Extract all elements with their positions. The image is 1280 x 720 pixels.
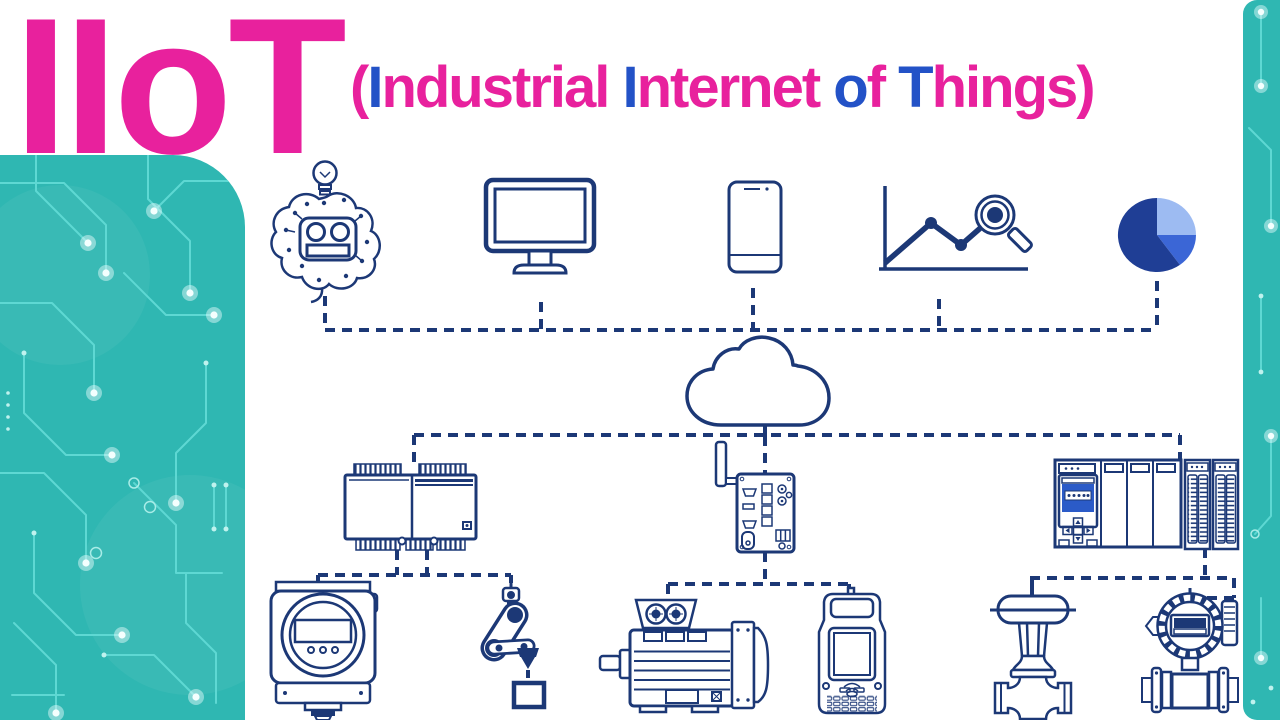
- iot-gateway-icon: [712, 440, 797, 554]
- flow-meter-icon: [1140, 588, 1240, 714]
- analytics-chart-icon: [876, 184, 1038, 286]
- subtitle-segment: hings): [931, 55, 1096, 120]
- workpiece: [511, 680, 547, 710]
- subtitle-segment: f: [866, 55, 899, 120]
- page-title: IIoT: [14, 0, 347, 195]
- subtitle-segment: T: [898, 55, 933, 120]
- screen: [833, 632, 871, 676]
- lcd-display: [293, 618, 353, 644]
- robot-arm-icon: [470, 582, 550, 712]
- desktop-monitor-icon: [483, 177, 597, 278]
- keypad: [827, 695, 877, 712]
- valve-body: [993, 675, 1073, 720]
- scanner-window: [829, 597, 875, 619]
- io-cabinets: [1183, 458, 1240, 551]
- circuit-dots: [6, 178, 235, 658]
- title-subtitle: (Industrial Internet of Things): [350, 55, 1096, 120]
- pie-slices: [1117, 197, 1196, 272]
- electric-motor-icon: [598, 596, 772, 714]
- subtitle-segment: I: [367, 55, 383, 120]
- smartphone-icon: [727, 180, 783, 274]
- subtitle-segment: nternet: [636, 55, 834, 120]
- antenna: [714, 440, 728, 488]
- subtitle-segment: I: [622, 55, 638, 120]
- din-rail-plc-icon: [343, 462, 478, 554]
- ai-brain-icon: [262, 158, 387, 308]
- subtitle-segment: o: [833, 55, 868, 120]
- subtitle-segment: ndustrial: [381, 55, 623, 120]
- handheld-terminal-icon: [816, 586, 888, 716]
- hmi-panel: [1057, 473, 1099, 547]
- circuit-board-strip-right: [1243, 0, 1280, 720]
- subtitle-segment: (: [350, 55, 369, 120]
- magnifier-icon: [974, 194, 1033, 253]
- hmi-dpad: [1062, 517, 1094, 544]
- pie-chart-icon: [1116, 196, 1198, 276]
- circuit-glow-nodes: [48, 203, 222, 720]
- pressure-transmitter-icon: [268, 578, 379, 720]
- cloud-icon: [683, 335, 833, 428]
- pipe-body: [1170, 672, 1210, 710]
- control-valve-icon: [988, 584, 1078, 720]
- circuit-board-panel-left: [0, 155, 245, 720]
- plc-rack-icon: [1053, 455, 1240, 552]
